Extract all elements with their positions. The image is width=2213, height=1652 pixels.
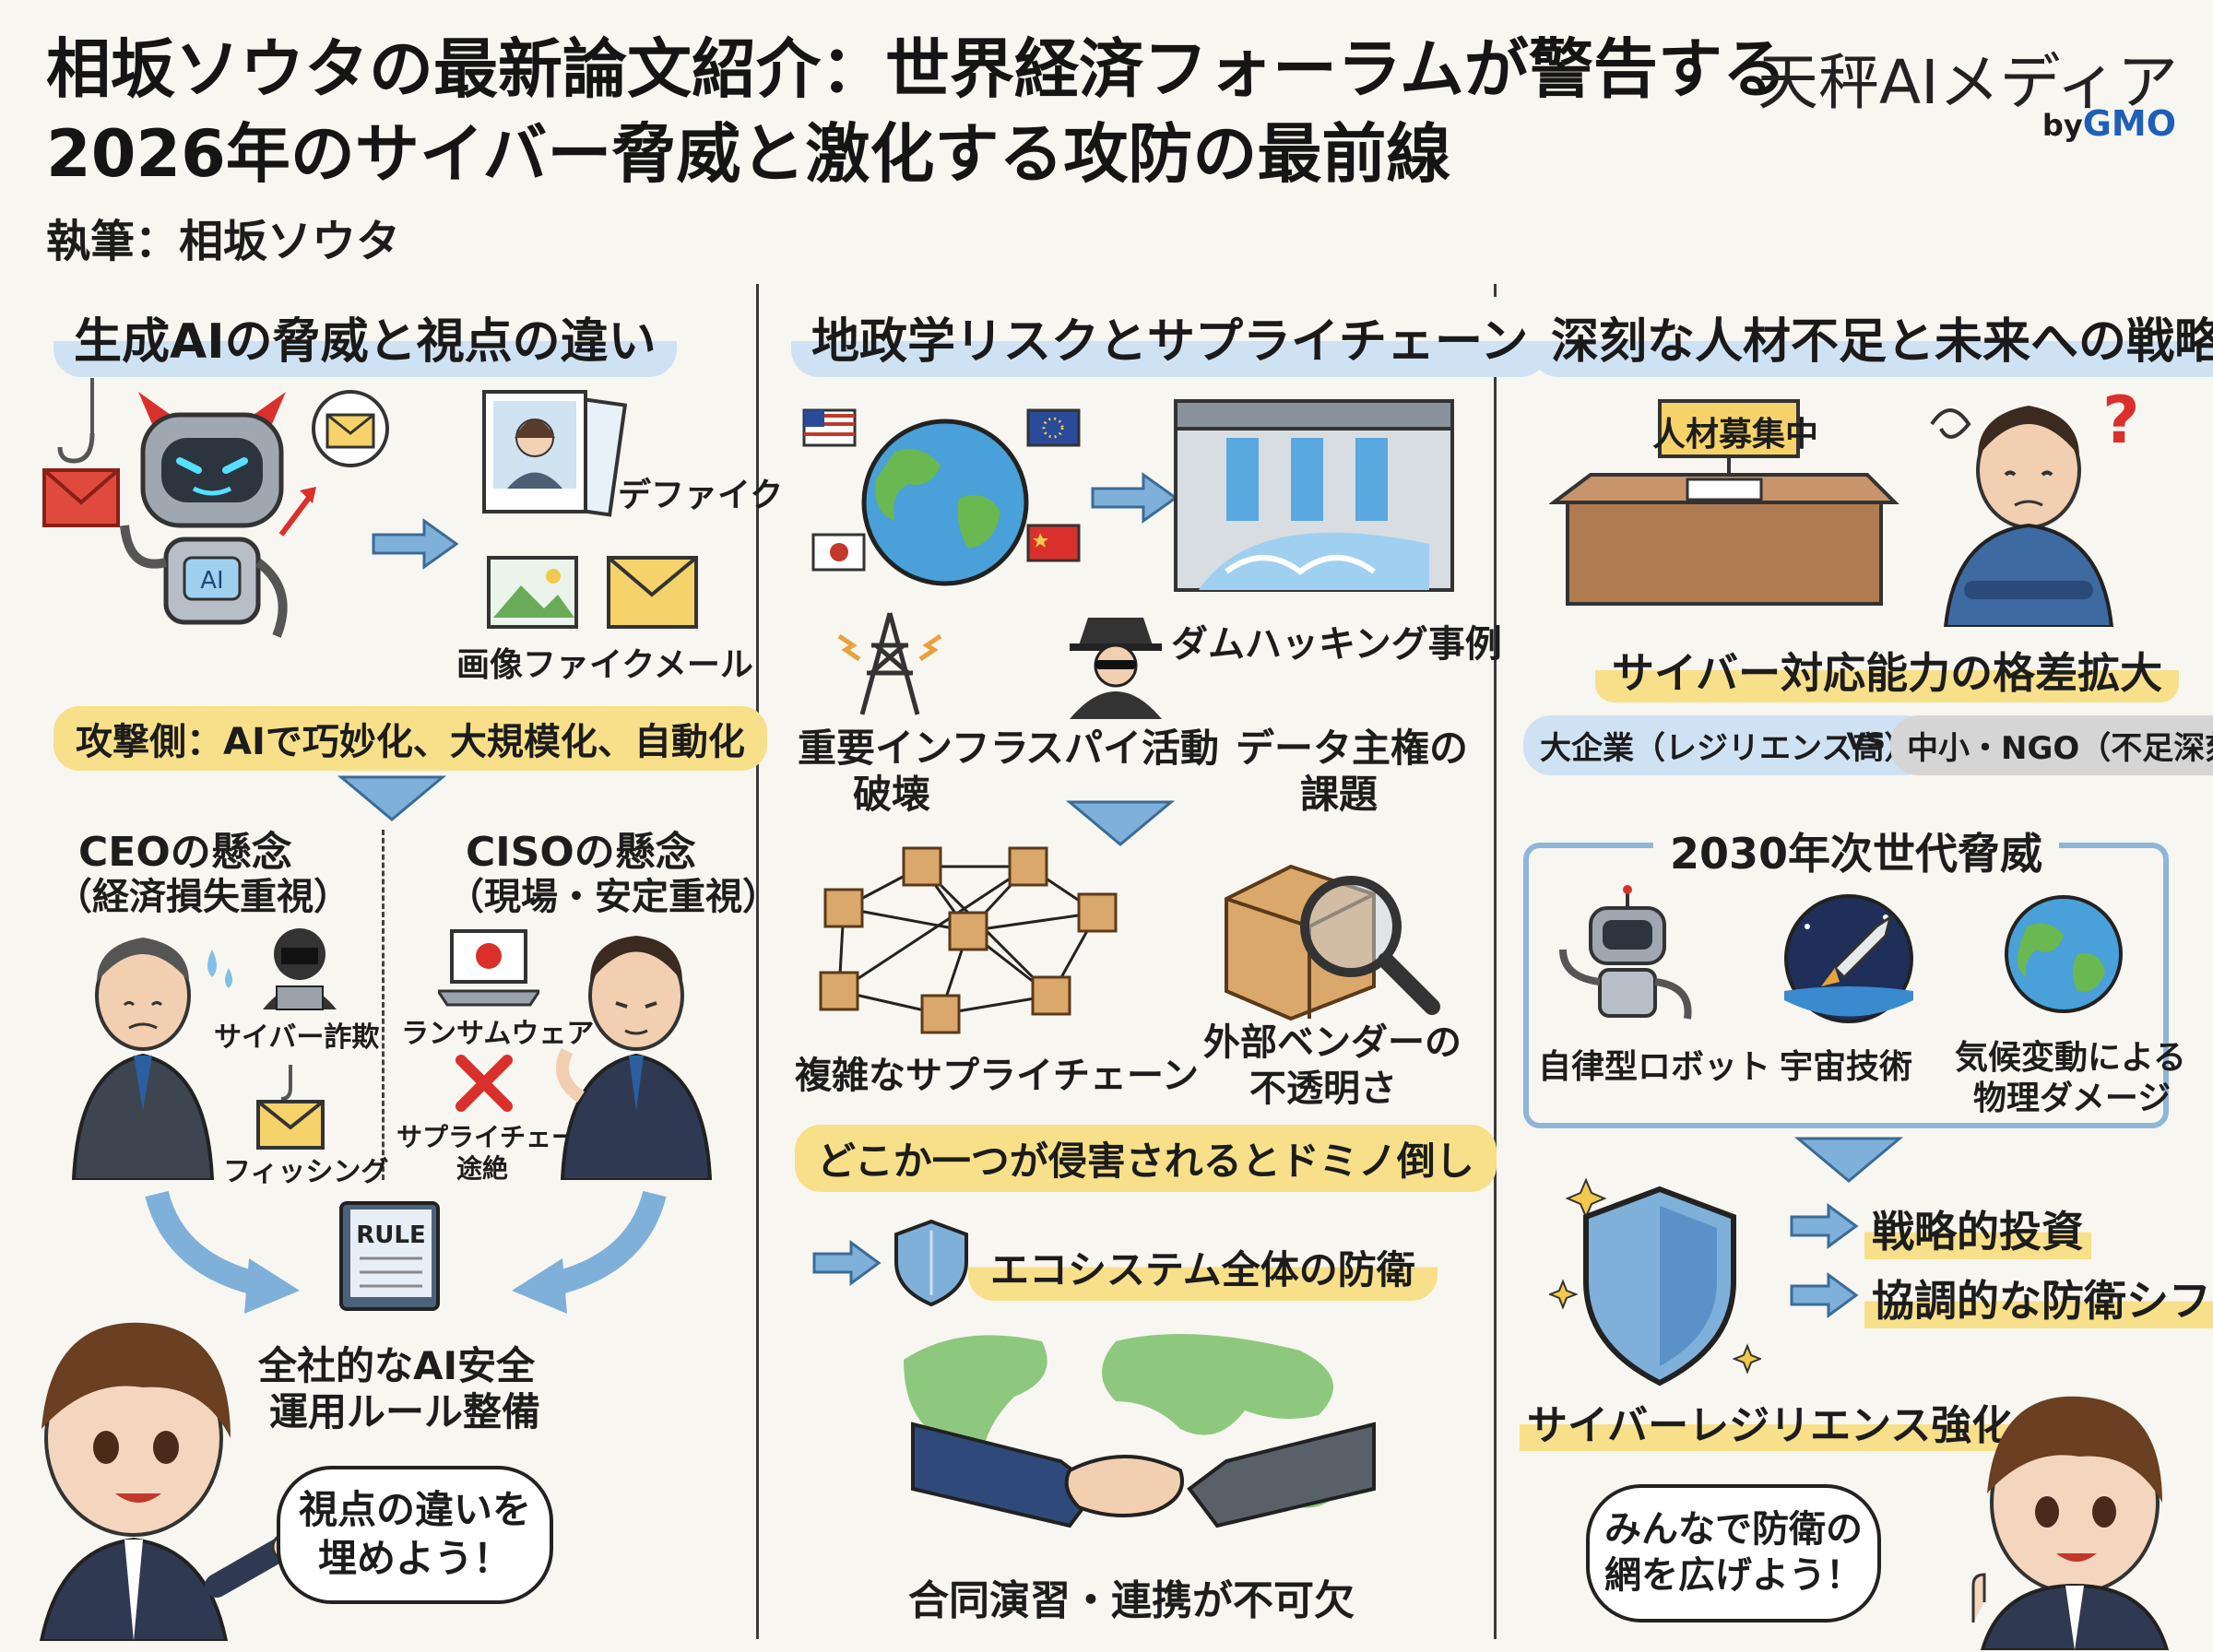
arrow-right-icon-2	[1091, 472, 1178, 524]
narrator-avatar-col3	[1971, 1396, 2170, 1650]
title-line-1: 相坂ソウタの最新論文紹介：世界経済フォーラムが警告する	[46, 31, 1787, 107]
geopolitics-globe-icon	[802, 408, 1081, 586]
fake-image-mail-icon	[487, 556, 698, 629]
dam-label: ダムハッキング事例	[1171, 623, 1502, 666]
ciso-pointing-person-icon	[556, 936, 713, 1180]
arrow-right-icon	[372, 518, 459, 570]
attacker-band: 攻撃側：AIで巧妙化、大規模化、自動化	[53, 706, 767, 771]
big-company-pill: 大企業（レジリエンス高）	[1523, 715, 1933, 775]
shield-icon	[894, 1219, 968, 1307]
rule-text-2: 運用ルール整備	[269, 1389, 541, 1434]
arrow-down-icon-2	[1065, 800, 1176, 846]
complex-chain-label: 複雑なサプライチェーン	[795, 1055, 1199, 1097]
bubble-col1-line2: 埋めよう！	[317, 1535, 512, 1581]
bubble-col3-line2: 網を広げよう！	[1604, 1554, 1863, 1597]
infra-label-2: 破壊	[853, 772, 931, 817]
space-label: 宇宙技術	[1780, 1048, 1913, 1086]
supply-chain-network-icon	[819, 846, 1118, 1034]
spy-label: スパイ活動	[1025, 726, 1220, 771]
supply-cut-label-2: 途絶	[456, 1153, 509, 1184]
spy-icon	[1070, 618, 1162, 719]
invest-label: 戦略的投資	[1864, 1198, 2091, 1259]
domino-band: どこか一つが侵害されるとドミノ倒し	[795, 1125, 1497, 1192]
infra-label-1: 重要インフラ	[798, 726, 1029, 771]
gap-label: サイバー対応能力の格差拡大	[1595, 638, 2180, 702]
curved-arrow-right-icon	[512, 1190, 667, 1314]
speech-bubble-col1: 視点の違いを 埋めよう！	[277, 1466, 553, 1604]
phishing-label: フィッシング	[223, 1156, 389, 1188]
ceo-ciso-divider	[382, 830, 385, 1180]
robot-label: 自律型ロボット	[1538, 1048, 1771, 1086]
vendor-magnifier-icon	[1225, 864, 1440, 1021]
cyber-fraud-label: サイバー詐欺	[214, 1021, 380, 1054]
red-cross-icon	[456, 1055, 513, 1112]
recruitment-desk-icon	[1549, 399, 1899, 606]
ransomware-label: ランサムウェア	[401, 1018, 595, 1050]
gmo-logo: GMO	[2082, 103, 2176, 144]
sweat-drops-icon	[207, 950, 232, 988]
col2-heading: 地政学リスクとサプライチェーン	[791, 297, 1549, 377]
vendor-label-2: 不透明さ	[1249, 1068, 1397, 1110]
speech-bubble-col3: みんなで防衛の 網を広げよう！	[1586, 1484, 1881, 1622]
resilience-label: サイバーレジリエンス強化	[1520, 1392, 2020, 1451]
arrow-down-icon	[337, 775, 447, 821]
arrow-down-icon-3	[1793, 1137, 1904, 1183]
fake-mail-label: 画像ファイクメール	[456, 646, 753, 684]
power-tower-icon	[837, 612, 942, 715]
phishing-mail-icon	[256, 1065, 325, 1150]
arrow-right-icon-3	[812, 1240, 882, 1286]
data-sovereignty-1: データ主権の	[1236, 726, 1469, 771]
shift-label: 協調的な防衛シフト	[1864, 1268, 2213, 1328]
deepfake-label: デファイク	[618, 477, 784, 514]
ciso-title: CISOの懸念	[466, 829, 696, 876]
earth-climate-icon	[2005, 895, 2123, 1013]
handshake-world-map-icon	[904, 1334, 1376, 1528]
next-gen-title: 2030年次世代脅威	[1653, 820, 2060, 881]
arrow-right-icon-4	[1790, 1203, 1859, 1249]
ransomware-laptop-icon	[438, 929, 539, 1007]
column-divider-1	[756, 284, 759, 1639]
climate-label-2: 物理ダメージ	[1973, 1080, 2172, 1117]
rule-text-1: 全社的なAI安全	[258, 1343, 536, 1388]
brand-logo: 天秤AIメディア	[1757, 47, 2178, 118]
recruit-sign: 人材募集中	[1652, 416, 1819, 454]
column-divider-2	[1494, 284, 1497, 1639]
joint-drill-label: 合同演習・連携が不可欠	[908, 1577, 1355, 1624]
hacker-icon	[263, 928, 337, 1010]
curved-arrow-left-icon	[145, 1190, 300, 1314]
ceo-sub: （経済損失重視）	[55, 876, 350, 918]
col3-heading: 深刻な人材不足と未来への戦略	[1531, 297, 2213, 377]
confused-person-icon: ?	[1930, 387, 2140, 627]
ciso-sub: （現場・安定重視）	[447, 876, 779, 918]
email-bubble-icon	[312, 390, 389, 467]
svg-text:?: ?	[2102, 387, 2140, 458]
autonomous-robot-icon	[1559, 885, 1692, 1020]
arrow-right-icon-5	[1790, 1272, 1859, 1318]
rule-text: RULE	[356, 1221, 425, 1249]
vendor-label-1: 外部ベンダーの	[1203, 1021, 1462, 1064]
space-rocket-icon	[1784, 894, 1913, 1023]
ecosystem-label: エコシステム全体の防衛	[968, 1233, 1438, 1301]
author: 執筆：相坂ソウタ	[46, 216, 401, 267]
ceo-title: CEOの懸念	[78, 829, 292, 876]
dam-icon	[1174, 399, 1454, 592]
small-org-pill: 中小・NGO（不足深刻）	[1890, 715, 2213, 775]
deepfake-photo-icon	[482, 390, 628, 517]
bubble-col1-line1: 視点の違いを	[298, 1487, 531, 1532]
brand-by-text: by	[2041, 108, 2083, 143]
vs-label: vs	[1846, 721, 1886, 758]
climate-label-1: 気候変動による	[1955, 1039, 2186, 1077]
ceo-worried-person-icon	[71, 938, 215, 1180]
resilience-shield-icon	[1549, 1177, 1761, 1386]
bubble-col3-line1: みんなで防衛の	[1604, 1508, 1863, 1551]
narrator-avatar	[39, 1322, 300, 1641]
data-sovereignty-2: 課題	[1300, 772, 1379, 817]
col1-heading: 生成AIの脅威と視点の違い	[53, 297, 677, 377]
robot-chest-label: AI	[200, 567, 223, 595]
devil-ai-robot-icon: AI	[120, 392, 316, 638]
brand-by: byGMO	[2042, 103, 2176, 144]
title-line-2: 2026年のサイバー脅威と激化する攻防の最前線	[46, 116, 1451, 192]
phishing-hook-icon	[42, 378, 120, 527]
rule-book-icon: RULE	[339, 1201, 440, 1311]
